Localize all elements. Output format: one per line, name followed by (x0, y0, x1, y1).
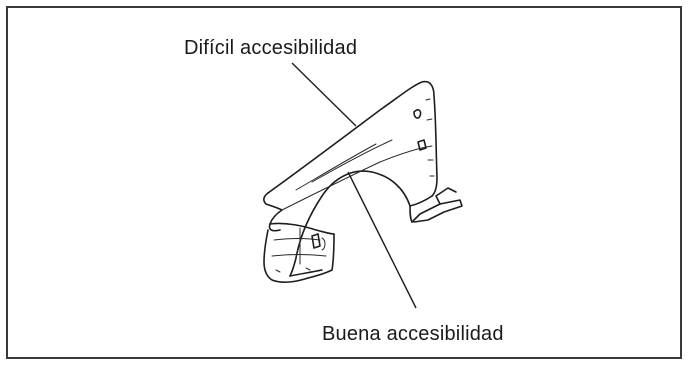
figure-frame (6, 6, 682, 359)
label-difficult-access: Difícil accesibilidad (184, 37, 358, 59)
leader-line-bottom (347, 171, 417, 309)
fender-panel (263, 80, 463, 283)
label-good-access: Buena accesibilidad (322, 323, 504, 345)
leader-line-top (291, 62, 357, 127)
